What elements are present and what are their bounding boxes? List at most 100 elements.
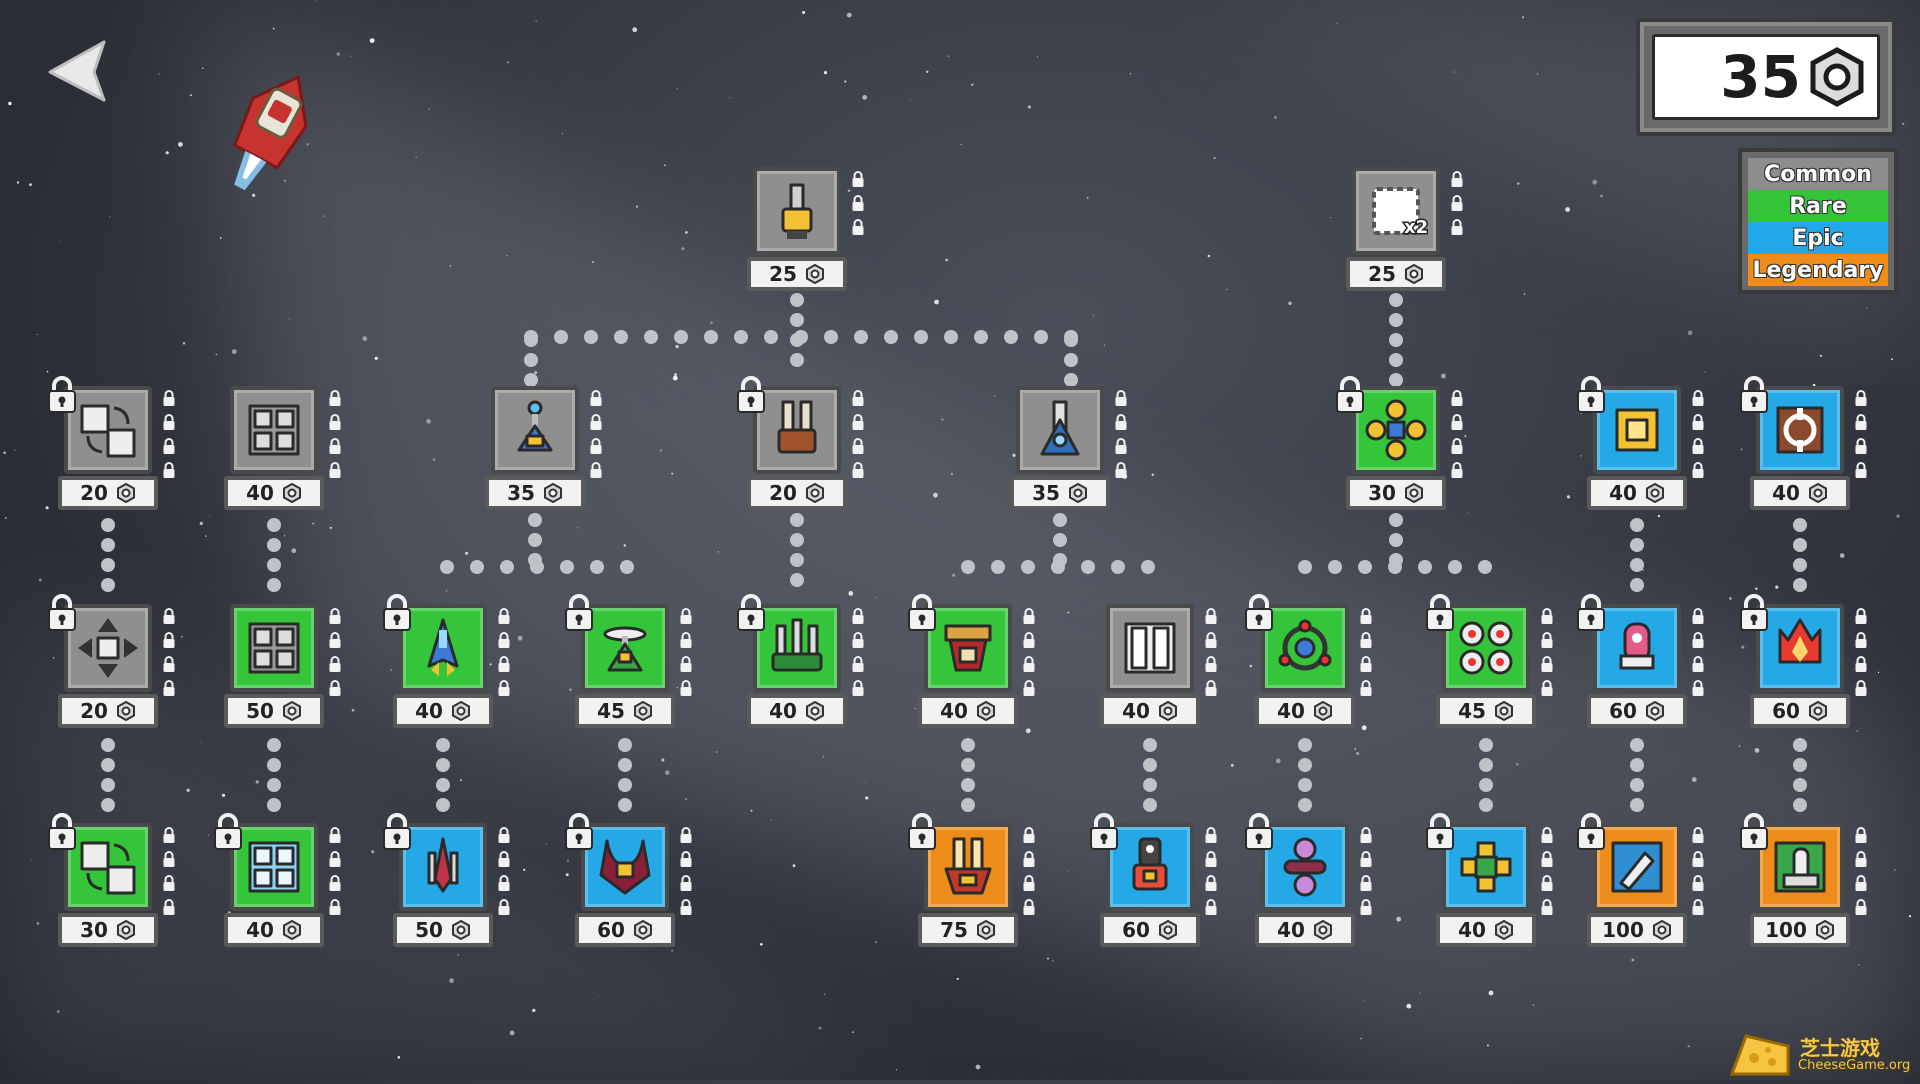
upgrade-level-locks <box>1023 827 1035 915</box>
skill-node-r1-blue[interactable]: 35 <box>1010 386 1127 518</box>
cannon-icon <box>781 183 813 239</box>
gear-pods-icon <box>1460 841 1512 893</box>
cost-value: 30 <box>80 918 108 942</box>
skill-node-r3-grid[interactable]: 40 <box>214 813 341 955</box>
skill-tile[interactable] <box>924 823 1012 911</box>
cost-value: 20 <box>769 481 797 505</box>
skill-tile[interactable] <box>64 604 152 692</box>
skill-node-r3-tower[interactable]: 100 <box>1740 813 1867 955</box>
skill-tile[interactable] <box>753 167 841 255</box>
skill-tile[interactable] <box>1261 823 1349 911</box>
player-ship-icon <box>232 74 308 191</box>
skill-tile[interactable] <box>753 604 841 692</box>
skill-tile[interactable] <box>1106 823 1194 911</box>
skill-node-r3-bot[interactable]: 60 <box>1090 813 1217 955</box>
skill-node-r3-pen[interactable]: 100 <box>1577 813 1704 955</box>
skill-tile[interactable] <box>753 386 841 474</box>
hex-nut-icon <box>805 483 824 503</box>
cost-value: 40 <box>1277 918 1305 942</box>
skill-tile[interactable] <box>1016 386 1104 474</box>
skill-tile[interactable] <box>64 823 152 911</box>
antenna-ship-icon <box>517 400 553 452</box>
skill-cost: 45 <box>575 694 675 728</box>
skill-tile[interactable] <box>1593 604 1681 692</box>
hex-nut-icon <box>976 920 995 940</box>
skill-tile[interactable] <box>1106 604 1194 692</box>
skill-node-r2-door[interactable]: 40 <box>1100 604 1217 736</box>
skill-node-top-cannon[interactable]: 25 <box>747 167 864 299</box>
skill-tile[interactable] <box>1442 604 1530 692</box>
hex-nut-icon <box>1808 483 1827 503</box>
cost-value: 100 <box>1765 918 1807 942</box>
crown-ship-icon <box>944 624 992 672</box>
skill-tile[interactable] <box>1261 604 1349 692</box>
back-arrow-icon[interactable] <box>44 36 114 106</box>
skill-node-r1-twin[interactable]: 20 <box>737 376 864 518</box>
skill-node-r1-cross[interactable]: 30 <box>1336 376 1463 518</box>
skill-tile[interactable] <box>581 823 669 911</box>
skill-tile[interactable] <box>581 604 669 692</box>
skill-tile[interactable] <box>1756 604 1844 692</box>
skill-cost: 40 <box>1750 476 1850 510</box>
skill-node-r1-grid[interactable]: 40 <box>224 386 341 518</box>
skill-node-r2-orbit[interactable]: 40 <box>1245 594 1372 736</box>
skill-node-r2-grid[interactable]: 50 <box>224 604 341 736</box>
skill-node-r1-antenna[interactable]: 35 <box>485 386 602 518</box>
skill-node-r2-move[interactable]: 20 <box>48 594 175 736</box>
skill-node-r2-rocket[interactable]: 60 <box>1577 594 1704 736</box>
hex-nut-icon <box>543 483 562 503</box>
skill-cost: 25 <box>1346 257 1446 291</box>
skill-node-top-double[interactable]: x2 25 <box>1346 167 1463 299</box>
hex-nut-icon <box>116 483 135 503</box>
skill-tile[interactable] <box>230 386 318 474</box>
dish-ship-icon <box>603 626 647 672</box>
svg-text:x2: x2 <box>1404 217 1428 238</box>
skill-tile[interactable]: x2 <box>1352 167 1440 255</box>
target-icon <box>1776 406 1824 454</box>
door-icon <box>1124 622 1176 674</box>
skill-cost: 50 <box>393 913 493 947</box>
skill-tile[interactable] <box>1756 823 1844 911</box>
upgrade-level-locks <box>852 608 864 696</box>
cost-value: 60 <box>1772 699 1800 723</box>
skill-tile[interactable] <box>491 386 579 474</box>
skill-node-r2-crown[interactable]: 40 <box>908 594 1035 736</box>
skill-node-r3-fighter[interactable]: 50 <box>383 813 510 955</box>
cost-value: 25 <box>1368 262 1396 286</box>
watermark: 芝士游戏 CheeseGame.org <box>1728 1028 1918 1080</box>
skill-tile[interactable] <box>64 386 152 474</box>
skill-node-r2-flame[interactable]: 60 <box>1740 594 1867 736</box>
skill-node-r3-orbs[interactable]: 40 <box>1245 813 1372 955</box>
upgrade-level-locks <box>1360 608 1372 696</box>
padlock-icon <box>48 376 76 413</box>
skill-node-r2-jet[interactable]: 40 <box>383 594 510 736</box>
skill-cost: 25 <box>747 257 847 291</box>
robot-ship-icon <box>1132 837 1168 891</box>
skill-node-r2-tri[interactable]: 40 <box>737 594 864 736</box>
skill-node-r1-swap[interactable]: 20 <box>48 376 175 518</box>
hex-nut-icon <box>633 920 652 940</box>
skill-node-r2-quad[interactable]: 45 <box>1426 594 1553 736</box>
skill-node-r1-target[interactable]: 40 <box>1740 376 1867 518</box>
upgrade-level-locks <box>1451 390 1463 478</box>
skill-node-r3-swap[interactable]: 30 <box>48 813 175 955</box>
skill-tile[interactable] <box>399 823 487 911</box>
padlock-icon <box>48 594 76 631</box>
skill-tile[interactable] <box>924 604 1012 692</box>
skill-tile[interactable] <box>1756 386 1844 474</box>
skill-tile[interactable] <box>230 604 318 692</box>
skill-node-r1-gold[interactable]: 40 <box>1577 376 1704 518</box>
skill-tile[interactable] <box>1442 823 1530 911</box>
skill-node-r3-horned[interactable]: 60 <box>565 813 692 955</box>
skill-node-r3-gear[interactable]: 40 <box>1426 813 1553 955</box>
skill-tile[interactable] <box>399 604 487 692</box>
cheese-logo-icon <box>1729 1034 1790 1076</box>
skill-node-r3-gold-ship[interactable]: 75 <box>908 813 1035 955</box>
skill-tile[interactable] <box>1352 386 1440 474</box>
skill-tile[interactable] <box>1593 823 1681 911</box>
skill-node-r2-dish[interactable]: 45 <box>565 594 692 736</box>
upgrade-level-locks <box>163 827 175 915</box>
skill-tile[interactable] <box>1593 386 1681 474</box>
skill-tile[interactable] <box>230 823 318 911</box>
